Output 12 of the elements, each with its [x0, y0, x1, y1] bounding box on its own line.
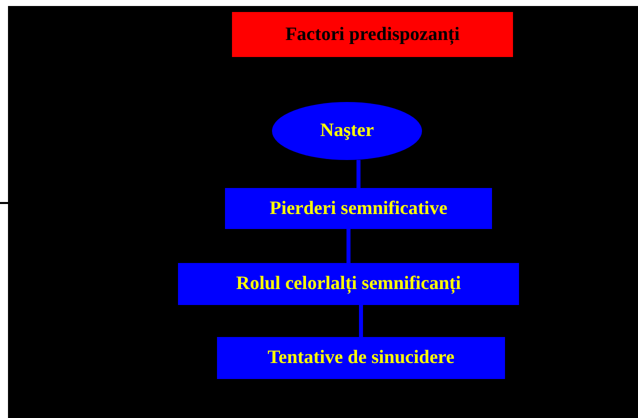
node-label: Rolul celorlalți semnificanți — [236, 273, 461, 295]
process-box — [225, 188, 492, 229]
connector-line — [356, 160, 360, 188]
node-label: Tentative de sinucidere — [268, 347, 454, 369]
connector-line — [346, 229, 350, 263]
node-label: Pierderi semnificative — [270, 198, 448, 220]
node-label: Factori predispozanți — [285, 24, 460, 46]
node-label: Naşter — [320, 120, 374, 142]
header-box — [232, 12, 513, 57]
process-box — [217, 337, 505, 379]
connector-line — [359, 305, 363, 337]
process-box — [178, 263, 519, 305]
